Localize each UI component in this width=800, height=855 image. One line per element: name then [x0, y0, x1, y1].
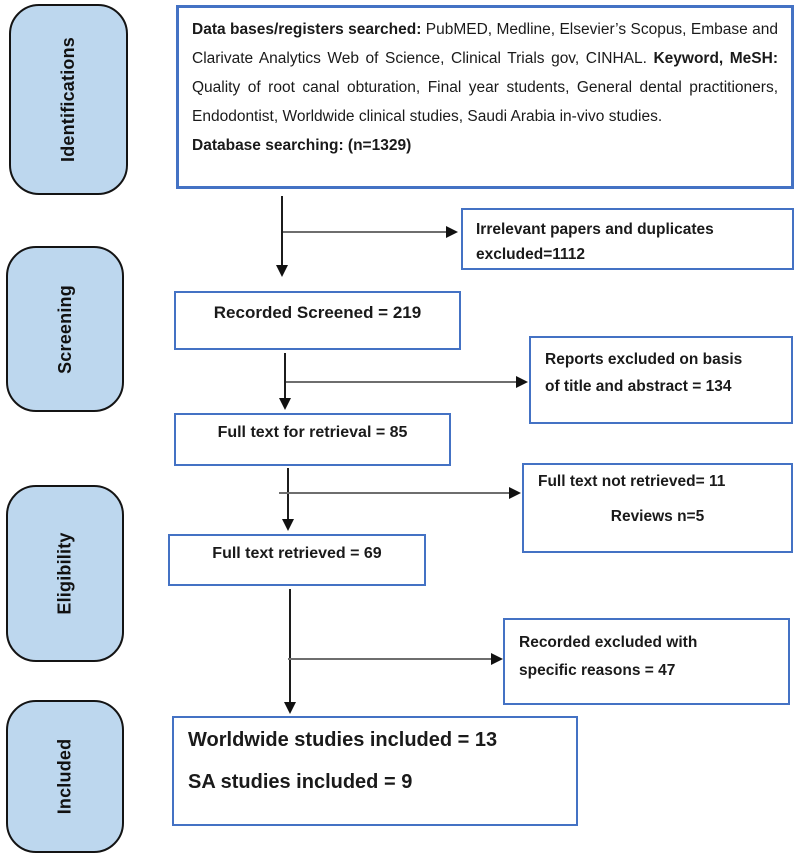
arrow-branch-to-irrelevant-line	[283, 231, 446, 233]
records-screened-box: Recorded Screened = 219	[174, 291, 461, 350]
irrelevant-excluded-line1: Irrelevant papers and duplicates	[476, 221, 714, 238]
database-search-text: Data bases/registers searched: PubMED, M…	[192, 15, 778, 131]
database-search-box: Data bases/registers searched: PubMED, M…	[176, 5, 794, 189]
stage-eligibility: Eligibility	[6, 485, 124, 662]
fulltext-not-retrieved-text: Full text not retrieved= 11	[538, 473, 726, 490]
arrow-branch-to-reports-line	[286, 381, 516, 383]
reviews-count-text: Reviews n=5	[610, 508, 705, 525]
records-excluded-line1: Recorded excluded with	[519, 634, 698, 651]
fulltext-retrieved-text: Full text retrieved = 69	[212, 545, 382, 562]
stage-eligibility-label: Eligibility	[54, 532, 75, 615]
keyword-terms-text: Quality of root canal obturation, Final …	[192, 79, 778, 125]
stage-screening: Screening	[6, 246, 124, 412]
reports-excluded-box: Reports excluded on basis of title and a…	[529, 336, 793, 424]
irrelevant-excluded-box: Irrelevant papers and duplicates exclude…	[461, 208, 794, 270]
arrow-search-to-screened-line	[281, 196, 283, 266]
stage-included-label: Included	[54, 738, 75, 815]
reports-excluded-line1: Reports excluded on basis	[545, 351, 743, 368]
records-screened-text: Recorded Screened = 219	[213, 303, 422, 322]
fulltext-retrieval-text: Full text for retrieval = 85	[217, 424, 408, 441]
keyword-mesh-label-bold: Keyword, MeSH:	[653, 50, 778, 67]
arrow-retrieved-to-included-head	[284, 702, 296, 714]
records-excluded-reasons-box: Recorded excluded with specific reasons …	[503, 618, 790, 705]
arrow-screened-to-retrieval-head	[279, 398, 291, 410]
fulltext-not-retrieved-box: Full text not retrieved= 11 Reviews n=5	[522, 463, 793, 553]
records-excluded-line2: specific reasons = 47	[519, 662, 676, 679]
database-searching-count: Database searching: (n=1329)	[192, 137, 412, 154]
arrow-retrieval-to-retrieved-head	[282, 519, 294, 531]
stage-identifications-label: Identifications	[58, 36, 79, 163]
arrow-branch-to-irrelevant-head	[446, 226, 458, 238]
search-databases-text: PubMED, Medline, Elsevier’s Scopus, Emba…	[192, 21, 779, 67]
irrelevant-excluded-line2: excluded=1112	[476, 246, 586, 263]
fulltext-retrieved-box: Full text retrieved = 69	[168, 534, 426, 586]
reports-excluded-line2: of title and abstract = 134	[545, 378, 732, 395]
arrow-branch-to-reports-head	[516, 376, 528, 388]
worldwide-included-text: Worldwide studies included = 13	[188, 729, 498, 751]
stage-included: Included	[6, 700, 124, 853]
arrow-search-to-screened-head	[276, 265, 288, 277]
arrow-branch-to-excluded-line	[288, 658, 491, 660]
fulltext-retrieval-box: Full text for retrieval = 85	[174, 413, 451, 466]
stage-identifications: Identifications	[9, 4, 128, 195]
arrow-branch-to-notretrieved-head	[509, 487, 521, 499]
arrow-retrieved-to-included-line	[289, 589, 291, 703]
search-label-bold: Data bases/registers searched:	[192, 21, 426, 38]
arrow-branch-to-excluded-head	[491, 653, 503, 665]
arrow-retrieval-to-retrieved-line	[287, 468, 289, 520]
stage-screening-label: Screening	[54, 284, 75, 374]
arrow-screened-to-retrieval-line	[284, 353, 286, 399]
included-studies-box: Worldwide studies included = 13 SA studi…	[172, 716, 578, 826]
sa-included-text: SA studies included = 9	[188, 771, 413, 793]
arrow-branch-to-notretrieved-line	[279, 492, 511, 494]
